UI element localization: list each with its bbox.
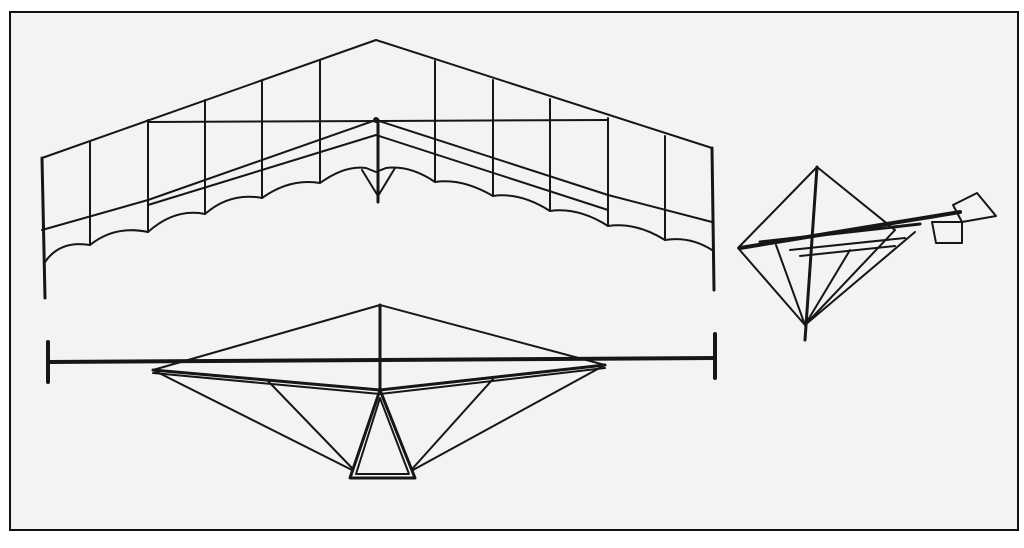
control-bar-inner [355, 397, 410, 475]
side-batten-2 [799, 245, 896, 257]
side-sail-outline [819, 211, 961, 236]
control-bar [348, 388, 417, 480]
side-wire-3 [804, 249, 851, 326]
bottom-wire-left-inner [267, 380, 353, 469]
left-tip-post [40, 156, 47, 300]
side-keel-2 [758, 222, 922, 244]
side-view [737, 165, 997, 342]
plan-view [40, 39, 716, 300]
leading-edge [41, 39, 713, 159]
left-inner-line [41, 119, 377, 231]
side-wire-1 [775, 244, 806, 326]
side-wire-2 [804, 231, 916, 326]
left-diagonal-wire [147, 134, 377, 206]
right-tip-post [710, 146, 716, 292]
top-wires [152, 304, 606, 371]
tail-fin [952, 192, 997, 223]
right-inner-line [375, 119, 713, 223]
side-batten-1 [789, 237, 906, 251]
frame-border [9, 11, 1019, 531]
side-kingpost [803, 165, 819, 342]
bottom-wire-left-outer [152, 369, 353, 471]
tail-plate [931, 221, 963, 244]
sail-ribs [89, 59, 666, 246]
bottom-wire-right-inner [412, 378, 494, 469]
right-diagonal-wire [375, 134, 609, 211]
bottom-wire-right-outer [412, 364, 606, 471]
front-view [46, 303, 717, 480]
